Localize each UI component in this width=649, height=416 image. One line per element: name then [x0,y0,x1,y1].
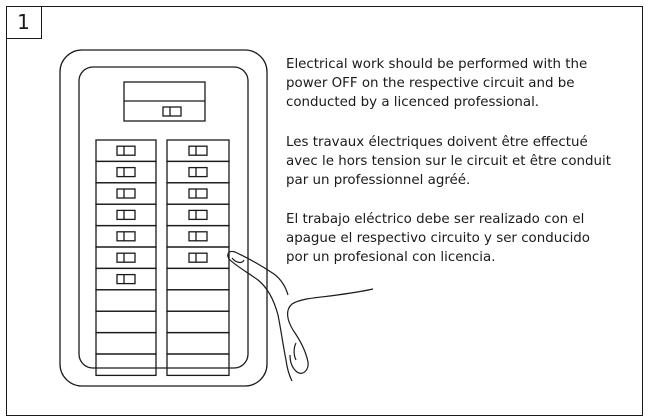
breaker-switch-icon [188,166,208,178]
breaker-switch-icon [116,273,136,285]
breaker-switch-icon [116,166,136,178]
step-number: 1 [17,10,30,34]
step-number-badge: 1 [6,6,42,39]
breaker-switch-icon [116,231,136,242]
breaker-switch-icon [188,252,208,263]
breaker-panel-illustration [59,49,374,387]
blank-slot [166,331,230,355]
breaker-switch-icon [188,188,208,199]
instruction-card: 1 Electrical work should be performed wi… [6,6,643,416]
breaker-slot [95,203,157,227]
panel-outer [59,49,268,387]
instruction-french: Les travaux électriques doivent être eff… [286,135,611,188]
breaker-switch-icon [116,252,136,263]
breaker-slot [95,160,157,184]
breaker-switch-icon [188,145,208,156]
pointing-hand-icon [227,250,374,382]
blank-slot [166,353,230,377]
instruction-english: Electrical work should be performed with… [286,57,588,110]
blank-slot [95,353,157,377]
breaker-switch-icon [116,188,136,199]
breaker-switch-icon [188,231,208,242]
blank-slot [166,267,230,291]
breaker-slot [95,246,157,270]
breaker-column-right [166,139,230,377]
breaker-slot [166,224,230,248]
breaker-slot [95,267,157,291]
panel-inner [78,66,249,369]
blank-slot [95,310,157,334]
breaker-slot [166,160,230,184]
breaker-switch-icon [116,209,136,221]
blank-slot [166,289,230,312]
blank-slot [95,289,157,312]
breaker-slot [166,203,230,227]
breaker-switch-icon [116,145,136,156]
breaker-slot [166,182,230,205]
breaker-slot [166,246,230,270]
breaker-slot [95,139,157,163]
blank-slot [166,310,230,334]
breaker-slot [166,139,230,163]
breaker-column-left [95,139,157,377]
breaker-switch-icon [188,209,208,221]
instruction-spanish: El trabajo eléctrico debe ser realizado … [286,212,591,265]
breaker-slot [95,182,157,205]
blank-slot [95,331,157,355]
breaker-slot [95,224,157,248]
main-breaker-switch-icon [162,106,182,117]
